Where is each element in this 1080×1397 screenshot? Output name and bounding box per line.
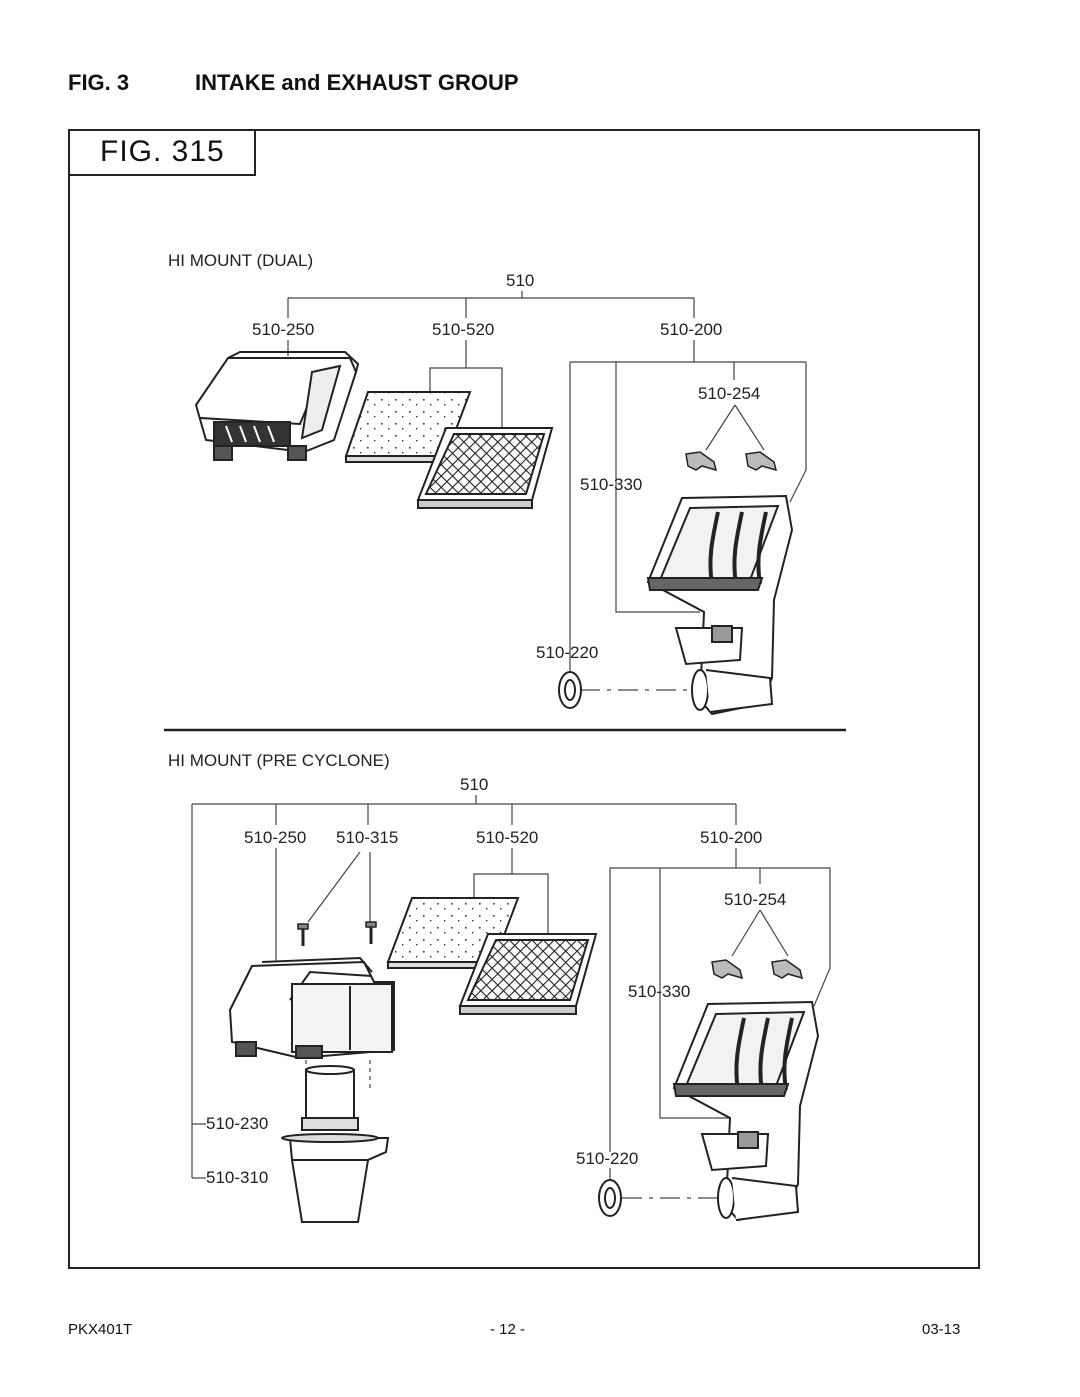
part-label-510-200: 510-200 <box>660 320 722 339</box>
part-label-510-250: 510-250 <box>244 828 306 847</box>
clip-drawing <box>711 959 804 980</box>
air-cleaner-base-drawing <box>646 494 794 716</box>
part-label-510-230: 510-230 <box>206 1114 268 1133</box>
paper-filter-drawing <box>458 933 598 1015</box>
leader-lines <box>191 795 831 1199</box>
clip-drawing <box>685 451 778 472</box>
part-label-510-315: 510-315 <box>336 828 398 847</box>
part-label-510: 510 <box>506 271 534 290</box>
part-label-510-254: 510-254 <box>724 890 786 909</box>
figure-tab-label: FIG. 315 <box>100 135 225 168</box>
section-precyclone-title: HI MOUNT (PRE CYCLONE) <box>168 751 390 770</box>
figure-tab: FIG. 315 <box>68 129 256 176</box>
part-label-510-310: 510-310 <box>206 1168 268 1187</box>
section-dual-title: HI MOUNT (DUAL) <box>168 251 313 270</box>
footer-date: 03-13 <box>922 1321 961 1338</box>
part-label-510-254: 510-254 <box>698 384 760 403</box>
part-label-510-220: 510-220 <box>576 1149 638 1168</box>
gasket-drawing <box>598 1179 622 1217</box>
part-label-510-220: 510-220 <box>536 643 598 662</box>
part-label-510-250: 510-250 <box>252 320 314 339</box>
pre-cyclone-cover-drawing <box>228 956 395 1223</box>
diagram-frame <box>68 129 980 1269</box>
gasket-drawing <box>558 671 582 709</box>
part-label-510-520: 510-520 <box>432 320 494 339</box>
part-label-510-520: 510-520 <box>476 828 538 847</box>
figure-title: INTAKE and EXHAUST GROUP <box>195 70 519 95</box>
footer-page-number: - 12 - <box>490 1321 526 1338</box>
air-cleaner-base-drawing <box>672 1000 820 1222</box>
screw-drawing <box>297 921 377 946</box>
part-label-510-330: 510-330 <box>628 982 690 1001</box>
part-label-510-330: 510-330 <box>580 475 642 494</box>
part-label-510-200: 510-200 <box>700 828 762 847</box>
section-hi-mount-dual: HI MOUNT (DUAL) 510 510-250 510-520 510-… <box>168 251 807 716</box>
part-label-510: 510 <box>460 775 488 794</box>
footer-model: PKX401T <box>68 1321 133 1338</box>
figure-number: FIG. 3 <box>68 70 130 95</box>
leader-lines <box>287 291 807 691</box>
paper-filter-drawing <box>416 427 554 509</box>
section-hi-mount-pre-cyclone: HI MOUNT (PRE CYCLONE) 510 <box>168 751 831 1223</box>
air-cleaner-cover-drawing <box>194 351 360 461</box>
